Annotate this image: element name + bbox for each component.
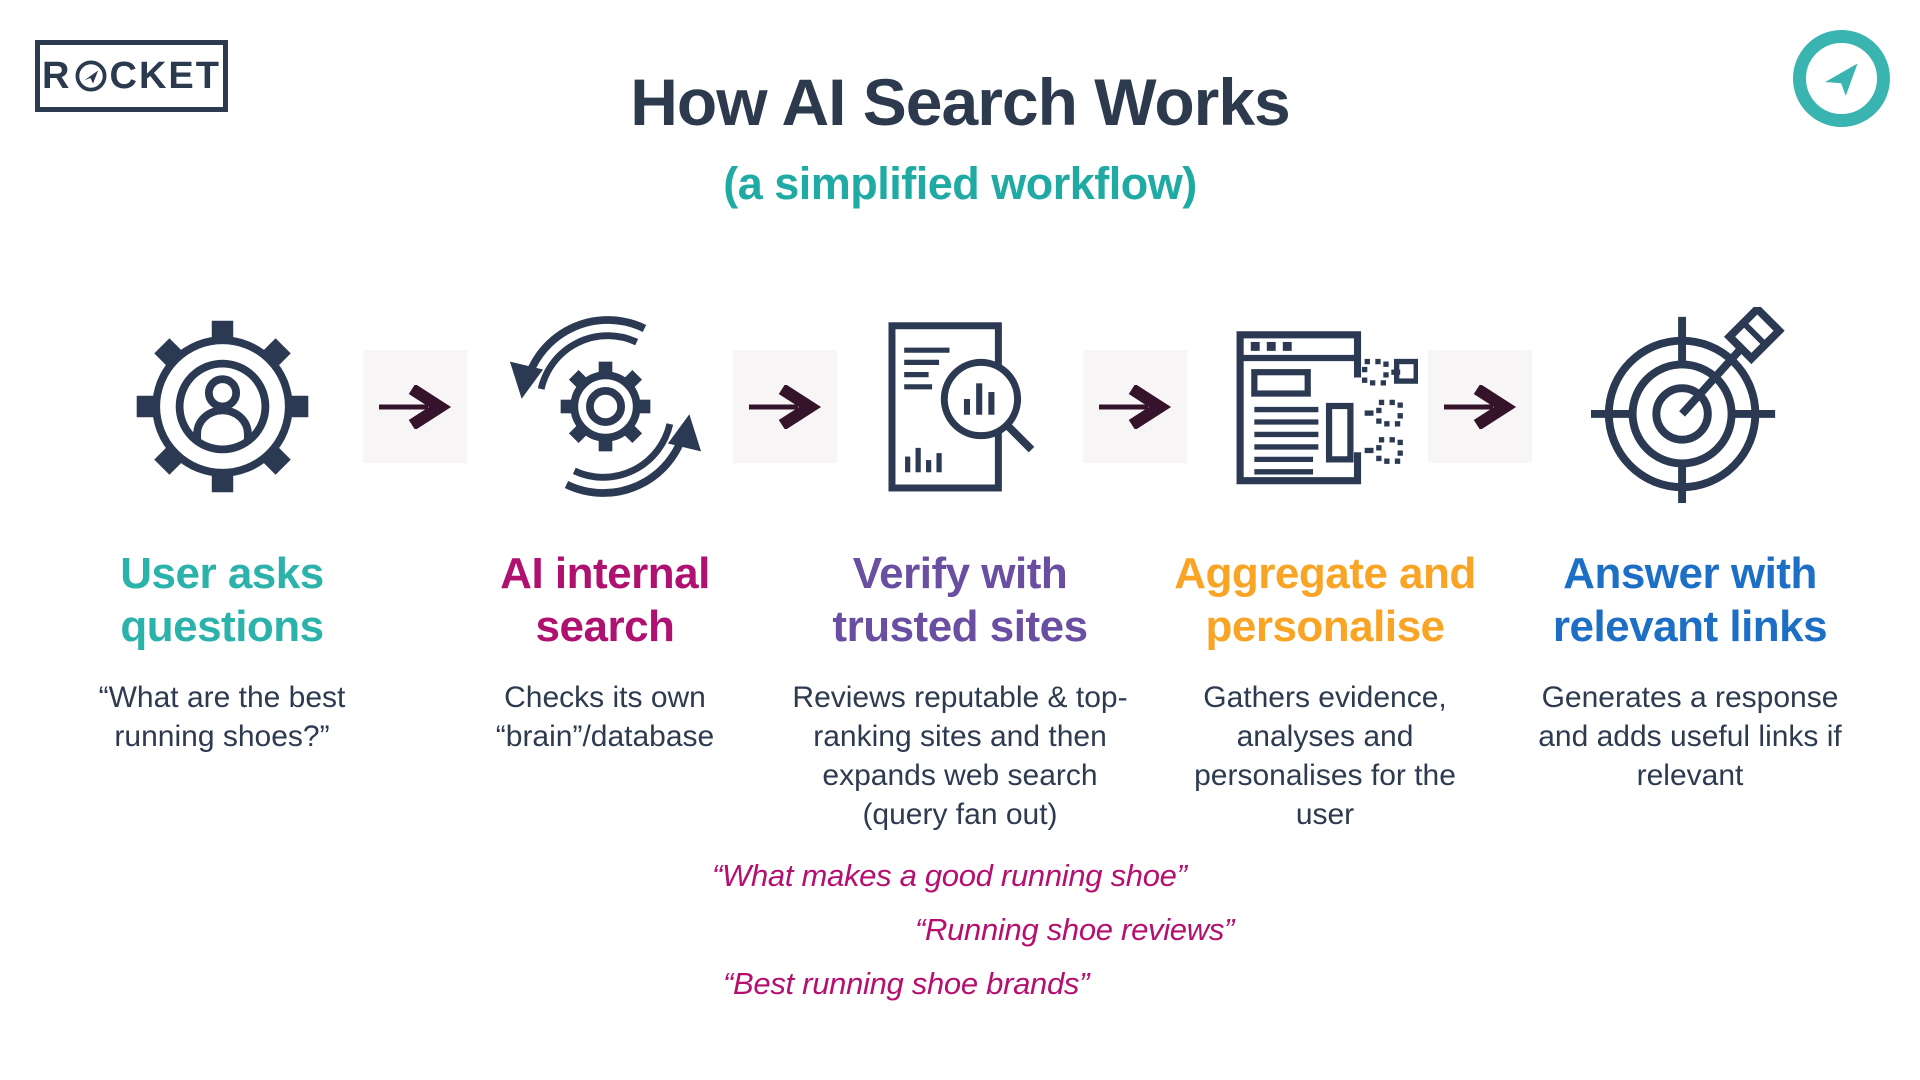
logo-text-prefix: R — [42, 54, 72, 97]
step-description: Gathers evidence, analyses and personali… — [1194, 680, 1456, 831]
rocket-logo: R CKET — [35, 40, 228, 112]
step-description: Reviews reputable & top- ranking sites a… — [792, 680, 1128, 831]
step-title: Aggregate and personalise — [1174, 549, 1476, 651]
step-verify-with-trusted-sites: Verify with trusted sites Reviews reputa… — [760, 300, 1160, 834]
arrow-right-icon — [1444, 384, 1517, 429]
paper-plane-icon — [1824, 62, 1858, 96]
target-arrow-icon — [1490, 300, 1890, 512]
flow-arrow-4 — [1428, 350, 1532, 463]
compass-o-icon — [75, 60, 106, 92]
step-description: Generates a response and adds useful lin… — [1538, 680, 1842, 792]
arrow-right-icon — [379, 384, 452, 429]
navigation-badge — [1793, 30, 1890, 127]
example-query-2: “Running shoe reviews” — [915, 912, 1235, 947]
arrow-right-icon — [749, 384, 822, 429]
step-description: Checks its own “brain”/database — [495, 680, 715, 753]
step-title: Verify with trusted sites — [832, 549, 1088, 651]
step-description: “What are the best running shoes?” — [98, 680, 346, 753]
logo-text-suffix: CKET — [109, 54, 221, 97]
step-aggregate-and-personalise: Aggregate and personalise Gathers eviden… — [1125, 300, 1525, 834]
page-subtitle: (a simplified workflow) — [723, 158, 1197, 209]
step-title: Answer with relevant links — [1552, 549, 1828, 651]
arrow-right-icon — [1099, 384, 1172, 429]
flow-arrow-3 — [1083, 350, 1187, 463]
example-query-3: “Best running shoe brands” — [723, 966, 1090, 1001]
flow-arrow-1 — [363, 350, 467, 463]
step-answer-with-relevant-links: Answer with relevant links Generates a r… — [1490, 300, 1890, 795]
user-gear-icon — [22, 300, 422, 512]
ai-sync-gear-icon — [405, 300, 805, 512]
step-user-asks-questions: User asks questions “What are the best r… — [22, 300, 422, 756]
browser-aggregate-icon — [1125, 300, 1525, 512]
step-title: User asks questions — [120, 549, 324, 651]
page-title: How AI Search Works — [630, 65, 1291, 139]
flow-arrow-2 — [733, 350, 837, 463]
document-magnifier-icon — [760, 300, 1160, 512]
step-title: AI internal search — [500, 549, 710, 651]
example-query-1: “What makes a good running shoe” — [712, 858, 1187, 893]
step-ai-internal-search: AI internal search Checks its own “brain… — [405, 300, 805, 756]
